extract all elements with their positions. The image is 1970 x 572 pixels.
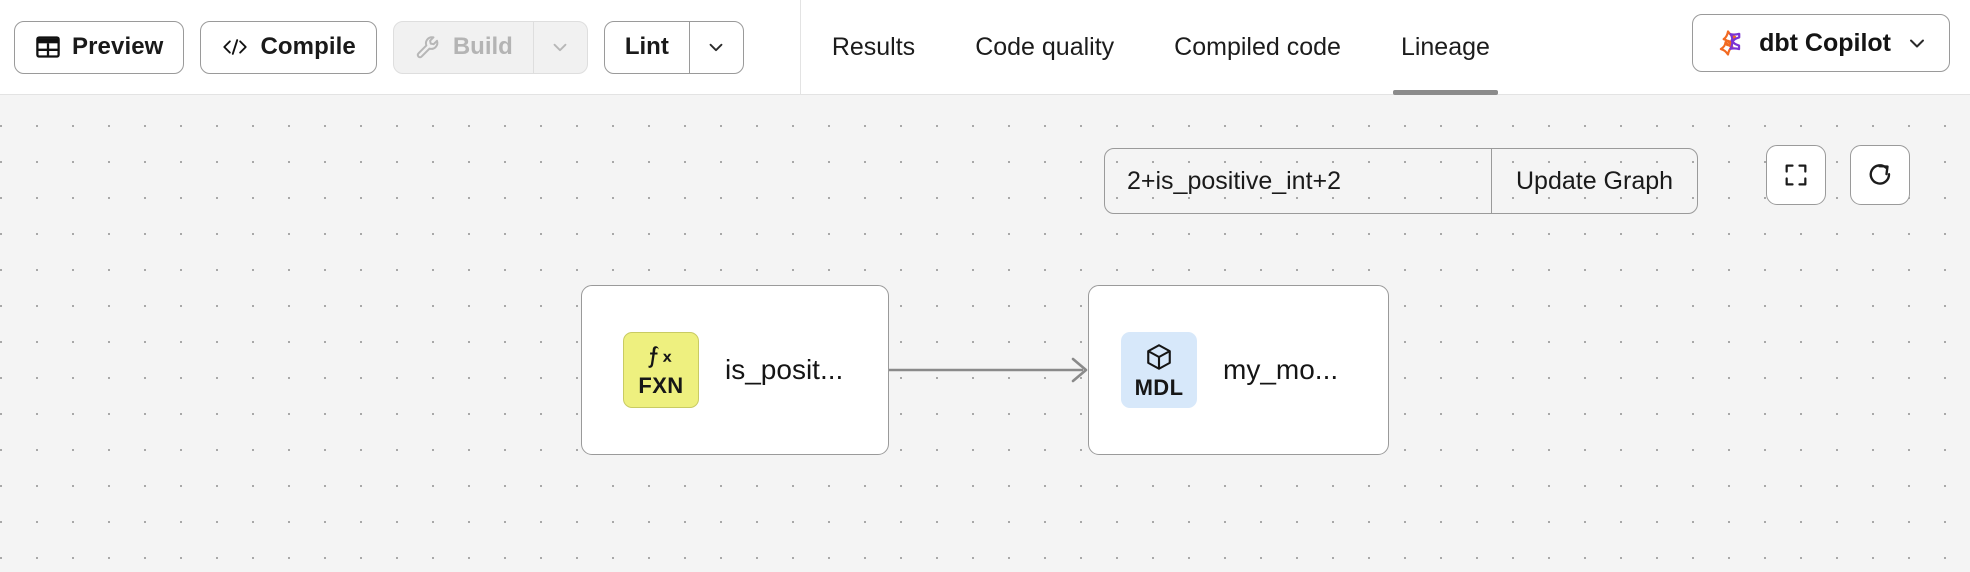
tab-lineage[interactable]: Lineage xyxy=(1371,0,1520,95)
tab-label: Code quality xyxy=(975,32,1115,61)
fxn-type-badge: FXN xyxy=(623,332,699,408)
chevron-down-icon xyxy=(705,36,727,58)
wrench-icon xyxy=(414,33,442,61)
fit-to-screen-button[interactable] xyxy=(1766,145,1826,205)
lint-button-group[interactable]: Lint xyxy=(603,20,744,74)
mdl-type-code: MDL xyxy=(1134,374,1184,400)
panel-header: Preview Compile xyxy=(0,0,1970,95)
lineage-node-label: is_posit... xyxy=(725,354,844,385)
refresh-icon xyxy=(1865,160,1895,190)
lineage-canvas[interactable]: Update Graph xyxy=(0,95,1970,572)
graph-selector-bar: Update Graph xyxy=(1104,148,1699,214)
graph-selector-input[interactable] xyxy=(1105,149,1491,213)
tab-label: Compiled code xyxy=(1174,32,1341,61)
lint-button[interactable]: Lint xyxy=(605,22,689,73)
fx-icon xyxy=(645,344,677,374)
build-label: Build xyxy=(452,33,513,60)
lineage-node-is-positive-int[interactable]: FXN is_posit... xyxy=(581,285,889,455)
table-icon xyxy=(35,34,61,60)
lineage-node-label: my_mo... xyxy=(1223,354,1339,385)
preview-button[interactable]: Preview xyxy=(14,20,185,74)
chevron-down-icon xyxy=(1905,31,1929,55)
tab-results[interactable]: Results xyxy=(802,0,945,95)
lineage-edge xyxy=(880,357,1088,383)
panel-tabs: Results Code quality Compiled code Linea… xyxy=(802,0,1520,95)
compile-button[interactable]: Compile xyxy=(200,20,377,74)
preview-label: Preview xyxy=(72,33,164,60)
dbt-copilot-button[interactable]: dbt Copilot xyxy=(1692,14,1950,72)
action-toolbar: Preview Compile xyxy=(0,0,744,95)
build-dropdown-toggle xyxy=(532,21,587,73)
fit-to-screen-icon xyxy=(1782,161,1810,189)
build-button-group: Build xyxy=(392,20,588,74)
dbt-copilot-label: dbt Copilot xyxy=(1759,28,1891,57)
tab-compiled-code[interactable]: Compiled code xyxy=(1144,0,1371,95)
lineage-node-my-model[interactable]: MDL my_mo... xyxy=(1088,285,1389,455)
dbt-copilot-icon xyxy=(1711,26,1745,60)
lint-label: Lint xyxy=(624,33,669,60)
fxn-type-code: FXN xyxy=(638,372,684,398)
build-button: Build xyxy=(394,22,533,73)
chevron-down-icon xyxy=(549,36,571,58)
update-graph-label: Update Graph xyxy=(1516,166,1674,195)
compile-label: Compile xyxy=(260,33,356,60)
tab-label: Lineage xyxy=(1400,32,1490,61)
mdl-type-badge: MDL xyxy=(1121,332,1197,408)
lint-dropdown-toggle[interactable] xyxy=(688,21,743,73)
toolbar-divider xyxy=(800,0,801,95)
refresh-graph-button[interactable] xyxy=(1850,145,1910,205)
update-graph-button[interactable]: Update Graph xyxy=(1491,149,1697,213)
code-brackets-icon xyxy=(221,35,249,59)
tab-code-quality[interactable]: Code quality xyxy=(945,0,1144,95)
cube-icon xyxy=(1144,342,1174,376)
tab-label: Results xyxy=(831,32,916,61)
